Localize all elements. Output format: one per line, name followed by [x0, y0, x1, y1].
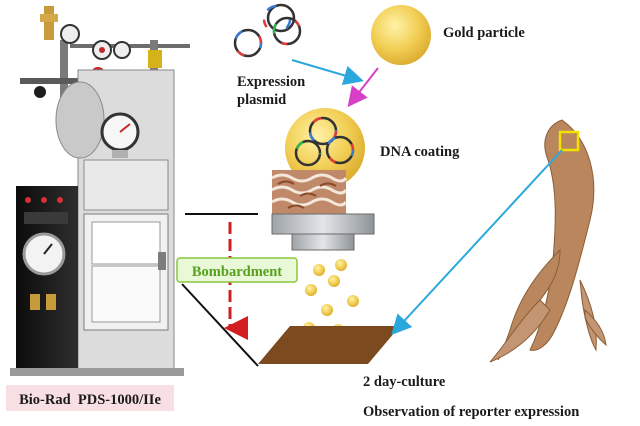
- plasmid-ring-icon: [233, 3, 302, 58]
- target-tissue: [258, 326, 400, 364]
- gold-particle-label: Gold particle: [443, 25, 525, 41]
- stopping-plate: [271, 213, 375, 251]
- bombardment-label-text: Bombardment: [192, 264, 282, 280]
- seaweed-to-tissue-arrow: [391, 149, 563, 335]
- plasmid-to-gold-arrow: [291, 59, 364, 86]
- gene-gun-apparatus-icon: [10, 6, 190, 376]
- dna-coated-particle-icon: [285, 108, 365, 188]
- gold-sphere-icon: [371, 5, 431, 65]
- gold-to-coating-arrow: [347, 67, 379, 108]
- device-label: Bio-Rad PDS-1000/IIe: [6, 385, 174, 411]
- expression-label: Expression: [237, 74, 305, 90]
- plasmid-label: plasmid: [237, 92, 286, 108]
- seaweed-frond-icon: [489, 119, 607, 363]
- sample-region-highlight: [558, 130, 580, 152]
- dna-coating-label: DNA coating: [380, 144, 460, 160]
- macrocarrier-icon: [271, 170, 348, 215]
- device-label-text: Bio-Rad PDS-1000/IIe: [19, 392, 161, 408]
- bombardment-label: Bombardment: [176, 257, 298, 283]
- culture-label: 2 day-culture: [363, 374, 446, 390]
- observation-label: Observation of reporter expression: [363, 404, 579, 420]
- target-level-line: [181, 283, 259, 367]
